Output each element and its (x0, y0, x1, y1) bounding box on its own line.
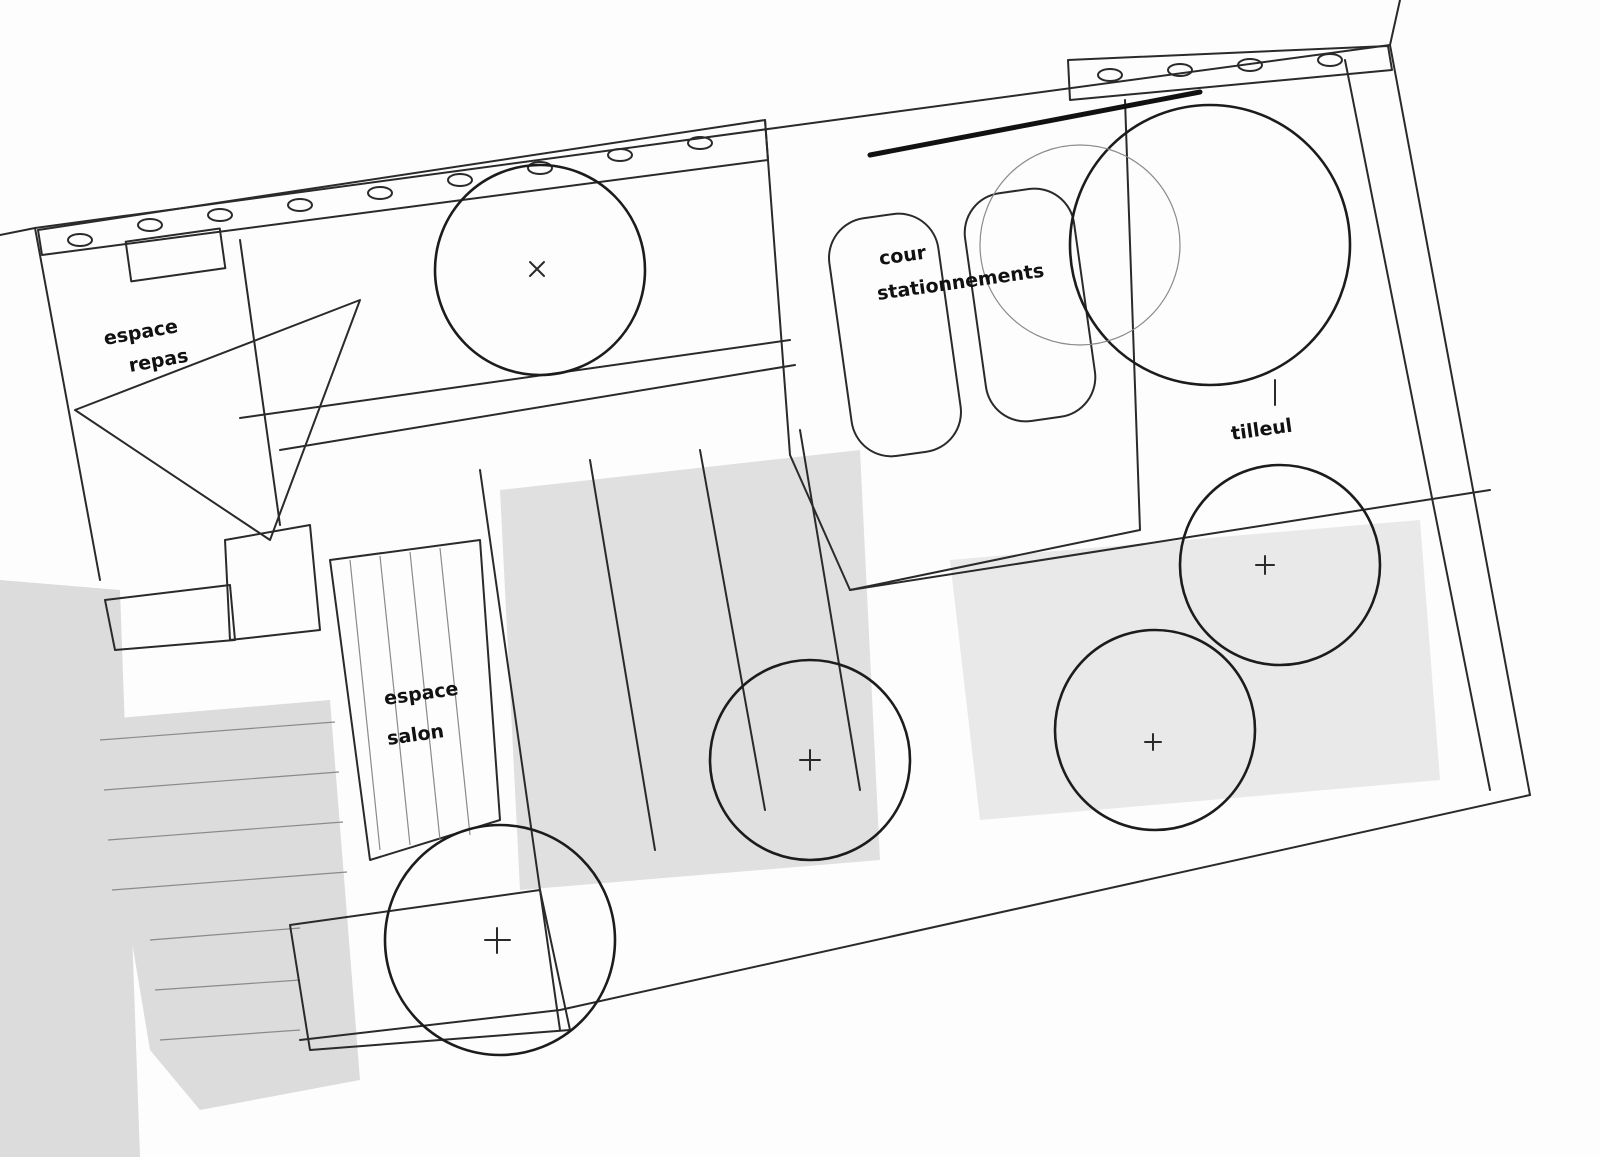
car-2 (963, 187, 1097, 423)
wooden-deck (95, 700, 360, 1110)
label-espace-salon-1: espace (383, 678, 460, 710)
tree-bottom (383, 823, 617, 1057)
shade-sail (74, 299, 361, 541)
planter (224, 524, 321, 641)
planting-wash (500, 450, 880, 890)
tree-right-2 (1053, 628, 1257, 832)
gate (867, 89, 1203, 158)
label-espace-salon-2: salon (386, 720, 446, 750)
planting-strips (479, 429, 861, 1031)
linden-tree-canopy (979, 103, 1352, 387)
stone-wall-right (1067, 45, 1393, 101)
tree-right-1 (1178, 463, 1382, 667)
planter-strip (104, 584, 236, 651)
label-cour-1: cour (878, 242, 928, 270)
neighbour-building (0, 580, 140, 1157)
stones (67, 53, 1343, 247)
bbq (124, 227, 227, 283)
car-1 (828, 212, 962, 458)
hedge-line (1344, 59, 1491, 791)
lounge-boards (349, 547, 471, 851)
lounge-deck (329, 539, 501, 861)
pergola-post-line (239, 239, 281, 526)
tree-top (433, 163, 647, 377)
plot-boundary-bottom (299, 794, 1531, 1041)
pergola-beam (279, 364, 796, 451)
label-espace-repas-2: repas (127, 345, 190, 377)
lawn-wash (950, 520, 1440, 820)
tree-middle (708, 658, 912, 862)
label-espace-repas-1: espace (102, 315, 179, 350)
plot-boundary-top (0, 44, 1531, 796)
stone-wall-left (37, 119, 769, 256)
label-tilleul: tilleul (1230, 415, 1294, 445)
deck-boards (99, 721, 348, 1041)
